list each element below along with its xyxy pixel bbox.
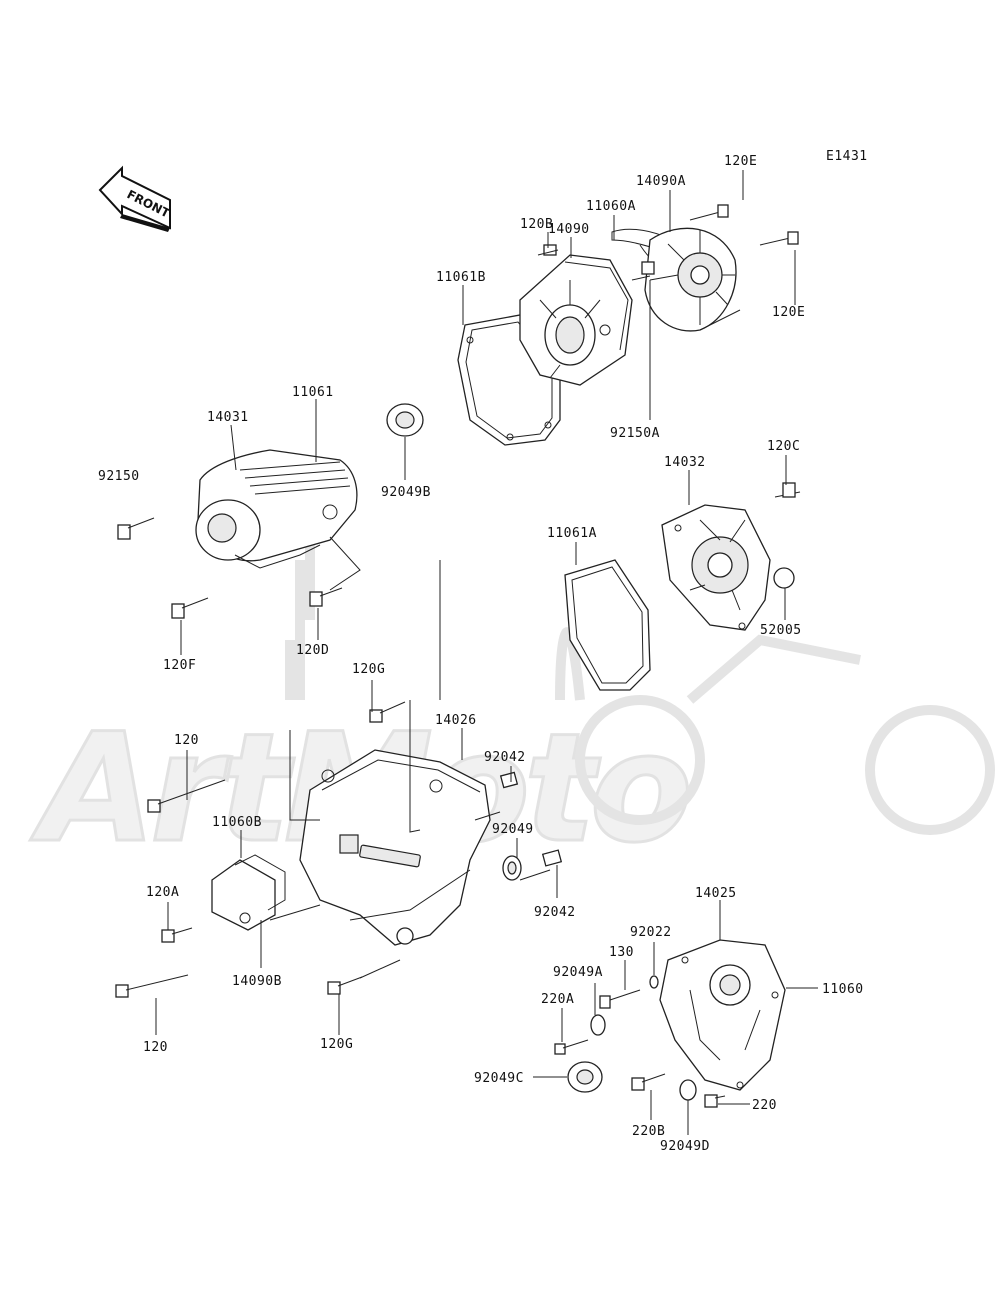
gasket-11060b-icon xyxy=(234,854,286,911)
callout-92042-top: 92042 xyxy=(484,750,526,765)
callout-92049: 92049 xyxy=(492,822,534,837)
callout-11060: 11060 xyxy=(822,982,864,997)
bolt-220b-icon xyxy=(631,1073,666,1091)
cover-14090b-icon xyxy=(211,859,276,931)
callout-120B: 120B xyxy=(520,217,553,232)
callout-14026: 14026 xyxy=(435,713,477,728)
callout-92049D: 92049D xyxy=(660,1139,710,1154)
bolt-220-icon xyxy=(704,1094,726,1108)
callout-11061A: 11061A xyxy=(547,526,597,541)
callout-120E-right: 120E xyxy=(772,305,805,320)
callouts: E1431 120E 14090A 11060A 14090 120B 1106… xyxy=(98,149,868,1154)
bolt-120d-icon xyxy=(309,587,343,607)
callout-14031: 14031 xyxy=(207,410,249,425)
cover-14090-icon xyxy=(519,254,633,386)
bolt-92150a-icon xyxy=(631,261,655,281)
cover-14032-icon xyxy=(661,504,771,631)
bolt-120-bottom-icon xyxy=(115,974,189,998)
bolt-120e-right-icon xyxy=(759,231,799,246)
cover-14025-icon xyxy=(659,939,786,1091)
bolt-120-top-icon xyxy=(147,779,226,813)
callout-92049C: 92049C xyxy=(474,1071,524,1086)
cover-14026-icon xyxy=(299,749,491,946)
callout-11060A: 11060A xyxy=(586,199,636,214)
callout-92042-bottom: 92042 xyxy=(534,905,576,920)
plug-52005-icon xyxy=(773,567,795,589)
callout-92049B: 92049B xyxy=(381,485,431,500)
bolt-220a-icon xyxy=(554,1039,589,1055)
callout-120A: 120A xyxy=(146,885,179,900)
callout-120F: 120F xyxy=(163,658,196,673)
seal-92049c-icon xyxy=(567,1061,603,1093)
callout-14090A: 14090A xyxy=(636,174,686,189)
bolt-120c-icon xyxy=(774,482,801,498)
callout-92049A: 92049A xyxy=(553,965,603,980)
seal-92049d-icon xyxy=(679,1079,697,1101)
dowel-92042-top-icon xyxy=(499,771,519,789)
callout-92022: 92022 xyxy=(630,925,672,940)
washer-92022-icon xyxy=(649,975,659,989)
callout-52005: 52005 xyxy=(760,623,802,638)
callout-220B: 220B xyxy=(632,1124,665,1139)
bolt-120g-top-icon xyxy=(369,701,406,723)
diagram-code: E1431 xyxy=(826,149,868,164)
bolt-120b-icon xyxy=(537,244,559,256)
callout-14090B: 14090B xyxy=(232,974,282,989)
bolt-120g-bottom-icon xyxy=(327,976,363,995)
callout-14090: 14090 xyxy=(548,222,590,237)
callout-14032: 14032 xyxy=(664,455,706,470)
leader-lines xyxy=(155,170,818,1135)
dowel-92042-bottom-icon xyxy=(541,849,563,867)
callout-120E-top: 120E xyxy=(724,154,757,169)
bolt-130-icon xyxy=(599,989,641,1009)
callout-120G-top: 120G xyxy=(352,662,385,677)
seal-92049-icon xyxy=(502,855,522,881)
callout-120D: 120D xyxy=(296,643,329,658)
callout-14025: 14025 xyxy=(695,886,737,901)
seal-92049b-icon xyxy=(386,403,424,437)
callout-11061: 11061 xyxy=(292,385,334,400)
callout-120-top: 120 xyxy=(174,733,199,748)
seal-92049a-icon xyxy=(590,1014,606,1036)
cover-14031-icon xyxy=(195,449,358,569)
callout-11060B: 11060B xyxy=(212,815,262,830)
front-arrow-icon: FRONT xyxy=(98,165,173,232)
callout-120G-bottom: 120G xyxy=(320,1037,353,1052)
cover-14090a-icon xyxy=(644,227,737,332)
bolt-120e-top-icon xyxy=(689,204,729,221)
callout-220: 220 xyxy=(752,1098,777,1113)
bolt-120f-icon xyxy=(171,597,209,619)
bolt-120a-icon xyxy=(161,927,193,943)
callout-120C: 120C xyxy=(767,439,800,454)
callout-11061B: 11061B xyxy=(436,270,486,285)
callout-120-bottom: 120 xyxy=(143,1040,168,1055)
callout-220A: 220A xyxy=(541,992,574,1007)
bolt-92150-icon xyxy=(117,517,155,540)
callout-92150A: 92150A xyxy=(610,426,660,441)
callout-130: 130 xyxy=(609,945,634,960)
gasket-11061a-icon xyxy=(564,559,651,691)
callout-92150: 92150 xyxy=(98,469,140,484)
